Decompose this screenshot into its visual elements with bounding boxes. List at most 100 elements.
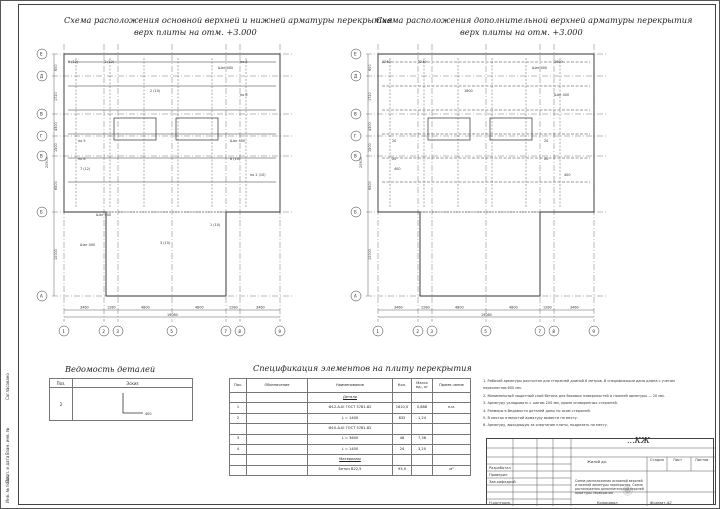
axis-label-col: 2 xyxy=(416,329,419,334)
axis-bubble-col xyxy=(220,325,232,337)
title-block: Жилой до- Стадия Лист Листов Разработал … xyxy=(486,438,715,506)
opening xyxy=(489,117,533,141)
dim-label: 1720 xyxy=(54,92,58,101)
axis-bubble-row xyxy=(350,290,362,302)
dim-label: 4800 xyxy=(141,306,150,310)
rebar-label: 20 xyxy=(392,139,396,143)
axis-bubble-col xyxy=(98,325,110,337)
axis-bubble-row xyxy=(350,70,362,82)
dim-label: 6500 xyxy=(54,181,58,190)
rebar-label: 400 xyxy=(394,167,400,171)
axis-label-row: А xyxy=(354,294,357,299)
axis-label-col: 3 xyxy=(430,329,433,334)
stamp-norm: Н.контроль xyxy=(489,501,511,505)
axis-label-row: Е xyxy=(354,52,357,57)
dim-label: 1500 xyxy=(54,143,58,152)
rebar-label: по 6 xyxy=(240,93,248,97)
axis-bubble-col xyxy=(534,325,546,337)
watermark: ◉ xyxy=(622,483,634,498)
stamp-code: ...КЖ xyxy=(627,436,650,445)
spec-h-note: Приме-чание xyxy=(432,378,471,393)
opening xyxy=(175,117,219,141)
axis-label-col: 9 xyxy=(592,329,595,334)
right-plan-title: Схема расположения дополнительной верхне… xyxy=(376,15,693,25)
axis-label-col: 5 xyxy=(484,329,487,334)
axis-label-col: 8 xyxy=(238,329,241,334)
rebar-label: 3 (10) xyxy=(160,241,171,245)
side-stamp-2: Взам. инв. № xyxy=(5,427,10,455)
axis-bubble-row xyxy=(36,206,48,218)
note-line: перехлестов 600 мм. xyxy=(483,386,522,391)
rebar-label: 400 xyxy=(564,173,570,177)
axis-bubble-row xyxy=(350,130,362,142)
spec-h-qty: Кол. xyxy=(392,378,412,393)
axis-bubble-col xyxy=(426,325,438,337)
axis-bubble-col xyxy=(412,325,424,337)
dim-label: 3460 xyxy=(80,306,89,310)
dim-label: 1280 xyxy=(107,306,116,310)
dim-total-label: 19080 xyxy=(481,313,492,317)
rebar-label: 6 (10) xyxy=(230,157,241,161)
dim-label: 3460 xyxy=(570,306,579,310)
details-header-sketch: Эскиз xyxy=(72,378,193,388)
dim-label: 1280 xyxy=(421,306,430,310)
spec-h-pos: Поз. xyxy=(229,378,247,393)
axis-bubble-col xyxy=(548,325,560,337)
opening xyxy=(113,117,157,141)
axis-label-row: Б xyxy=(354,210,357,215)
axis-bubble-row xyxy=(36,290,48,302)
rebar-label: Шаг 400 xyxy=(96,213,111,217)
rebar-label: 20 xyxy=(544,139,548,143)
rebar-label: 5 (12) xyxy=(68,60,79,64)
rebar-label: по 5 xyxy=(240,60,248,64)
axis-label-row: В xyxy=(354,112,357,117)
axis-bubble-col xyxy=(274,325,286,337)
general-notes: 1. Рабочей арматуры рассчитан для стержн… xyxy=(483,378,708,430)
side-stamp: Согласовано Взам. инв. № Подп. и дата Ин… xyxy=(2,325,19,505)
rebar-label: 20 xyxy=(544,157,548,161)
axis-label-row: В xyxy=(40,154,43,159)
rebar-label: Шаг 400 xyxy=(230,139,245,143)
stamp-building: Жилой до- xyxy=(587,460,608,464)
axis-bubble-col xyxy=(372,325,384,337)
axis-bubble-row xyxy=(36,130,48,142)
stamp-sheet-desc: Схема расположения основной верхней и ни… xyxy=(575,479,644,495)
rebar-label: 7 (12) xyxy=(80,167,91,171)
axis-label-col: 8 xyxy=(552,329,555,334)
dim-total-label: 20900 xyxy=(45,157,49,168)
dim-label: 10000 xyxy=(54,249,58,260)
stamp-drawn: Копировал xyxy=(597,501,618,505)
lower-zone xyxy=(105,211,227,297)
spec-row: Материалы xyxy=(229,454,471,466)
axis-bubble-row xyxy=(36,108,48,120)
axis-bubble-row xyxy=(36,70,48,82)
axis-bubble-col xyxy=(166,325,178,337)
rebar-label: 1600 xyxy=(464,89,473,93)
lower-zone xyxy=(419,211,541,297)
note-line: 3. Арматуру укладывать с шагом 200 мм, к… xyxy=(483,401,618,406)
axis-bubble-col xyxy=(480,325,492,337)
axis-bubble-row xyxy=(350,48,362,60)
axis-label-col: 1 xyxy=(62,329,65,334)
note-line: 5. В местах отверстий арматуру вывести п… xyxy=(483,416,578,421)
axis-label-col: 2 xyxy=(102,329,105,334)
axis-label-col: 7 xyxy=(538,329,541,334)
rebar-label: Шаг 400 xyxy=(554,93,569,97)
axis-bubble-col xyxy=(58,325,70,337)
axis-label-row: Д xyxy=(40,74,43,79)
details-title: Ведомость деталей xyxy=(65,364,156,374)
spec-row: Ф10-А-III ГОСТ 5781-82 xyxy=(229,423,471,435)
side-stamp-1: Согласовано xyxy=(5,373,10,400)
dim-label: 4300 xyxy=(54,122,58,131)
axis-bubble-col xyxy=(234,325,246,337)
stamp-role-3: Зав.кафедрой xyxy=(489,480,516,484)
dim-label: 600 xyxy=(368,65,372,71)
rebar-label: 20 xyxy=(392,157,396,161)
